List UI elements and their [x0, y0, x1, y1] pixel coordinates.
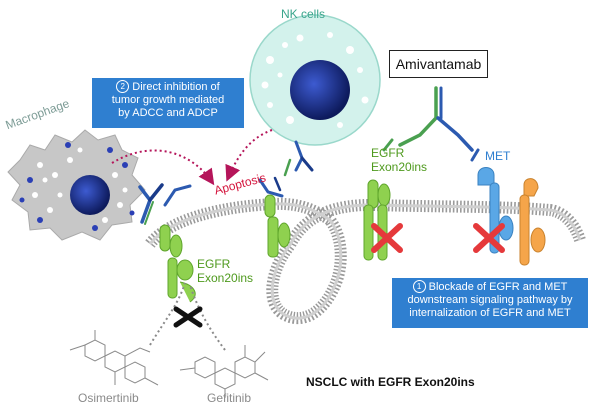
blockade-box-line1: Blockade of EGFR and MET [428, 281, 568, 293]
egfr-right-label: EGFR Exon20ins [371, 146, 428, 175]
macrophage-cell [7, 129, 146, 241]
adcc-arrow [225, 129, 273, 182]
osimertinib-path [149, 282, 186, 346]
egfr-left-label: EGFR Exon20ins [197, 257, 254, 286]
amivantamab-label: Amivantamab [389, 50, 488, 78]
gefitinib-structure [179, 345, 269, 398]
orange-receptor [519, 178, 546, 266]
antibody-nk [258, 140, 314, 198]
met-label: MET [485, 149, 511, 163]
step-1-badge: 1 [412, 280, 426, 293]
osimertinib-label: Osimertinib [78, 391, 139, 405]
block-mark-egfr [371, 223, 403, 253]
egfr-left-label-line2: Exon20ins [197, 270, 254, 285]
amivantamab-antibody [382, 86, 480, 162]
gefitinib-label: Gefitinib [207, 391, 252, 405]
step-2-badge: 2 [116, 80, 130, 93]
egfr-receptor-center [264, 194, 291, 258]
egfr-right-label-line1: EGFR [371, 146, 405, 160]
adcc-adcp-box-line2: tumor growth mediated [111, 94, 225, 106]
egfr-left-label-line1: EGFR [197, 257, 231, 271]
egfr-receptor-left [159, 224, 196, 303]
egfr-right-label-line2: Exon20ins [371, 159, 428, 174]
block-mark-met [473, 223, 505, 253]
osimertinib-structure [69, 330, 159, 386]
nk-cells-label: NK cells [281, 7, 326, 21]
adcc-adcp-box-line3: by ADCC and ADCP [118, 107, 218, 119]
nsclc-label: NSCLC with EGFR Exon20ins [306, 375, 475, 389]
blockade-box-line2: downstream signaling pathway by [407, 294, 573, 306]
adcp-arrow [111, 149, 215, 186]
blockade-box-line3: internalization of EGFR and MET [409, 307, 571, 319]
adcc-adcp-box-line1: Direct inhibition of [132, 81, 220, 93]
gefitinib-path [189, 284, 226, 351]
nk-cell [249, 14, 381, 146]
antibody-macrophage [138, 183, 192, 225]
block-mark-tki [173, 306, 203, 328]
